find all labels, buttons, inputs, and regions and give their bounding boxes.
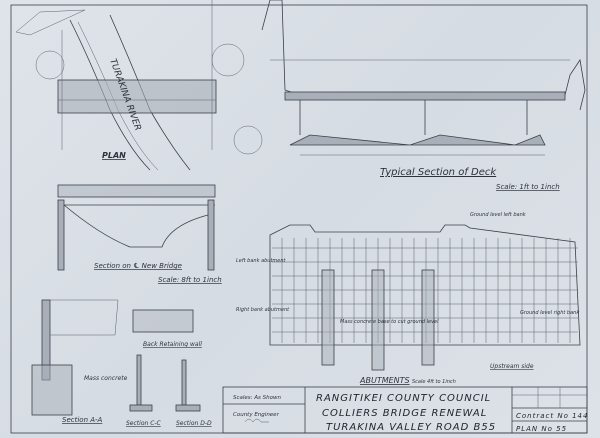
title-line-2: COLLIERS BRIDGE RENEWAL (322, 408, 487, 419)
abut-note-3: Right bank abutment (236, 307, 290, 313)
title-line-3: TURAKINA VALLEY ROAD B55 (326, 422, 496, 433)
bridge-deck-plan (57, 79, 217, 114)
county-engineer-label: County Engineer (233, 412, 280, 418)
detail-sections: Mass concrete Section A-A Back Retaining… (31, 299, 212, 427)
contract-number: Contract No 144 (516, 412, 588, 420)
bridge-long-section: Section on ℄ New Bridge Scale: 8ft to 1i… (57, 184, 222, 284)
scales-note: Scales: As Shown (233, 395, 281, 401)
plan-number: PLAN No 55 (516, 425, 567, 433)
section-dd-title: Section D-D (176, 420, 212, 427)
plan-title: PLAN (102, 151, 126, 160)
bridge-section-scale: Scale: 8ft to 1inch (158, 276, 222, 284)
section-aa-title: Section A-A (62, 416, 103, 424)
abut-note-4: Mass concrete base to cut ground level (340, 319, 439, 325)
title-block: Scales: As Shown County Engineer RANGITI… (222, 386, 588, 434)
abut-note-2: Left bank abutment (236, 258, 287, 264)
title-line-1: RANGITIKEI COUNTY COUNCIL (316, 393, 491, 404)
abutments-title: ABUTMENTS (359, 376, 410, 385)
deck-section: Typical Section of Deck Scale: 1ft to 1i… (261, 0, 586, 191)
abut-note-6: Upstream side (490, 363, 534, 370)
engineer-signature (244, 418, 269, 423)
section-cc-title: Section C-C (126, 420, 162, 427)
mass-concrete-label: Mass concrete (84, 375, 128, 382)
deck-section-title: Typical Section of Deck (380, 167, 497, 178)
bridge-section-title: Section on ℄ New Bridge (94, 262, 182, 270)
abutments-elevation: Ground level left bank Left bank abutmen… (236, 212, 581, 385)
abutments-scale: Scale 4ft to 1inch (412, 379, 456, 385)
deck-section-scale: Scale: 1ft to 1inch (496, 183, 560, 191)
plan-view: TURAKINA RIVER PLAN (15, 0, 263, 171)
abut-note-5: Ground level right bank (520, 310, 580, 316)
back-wall-title: Back Retaining wall (143, 341, 202, 348)
abut-note-1: Ground level left bank (470, 212, 527, 218)
